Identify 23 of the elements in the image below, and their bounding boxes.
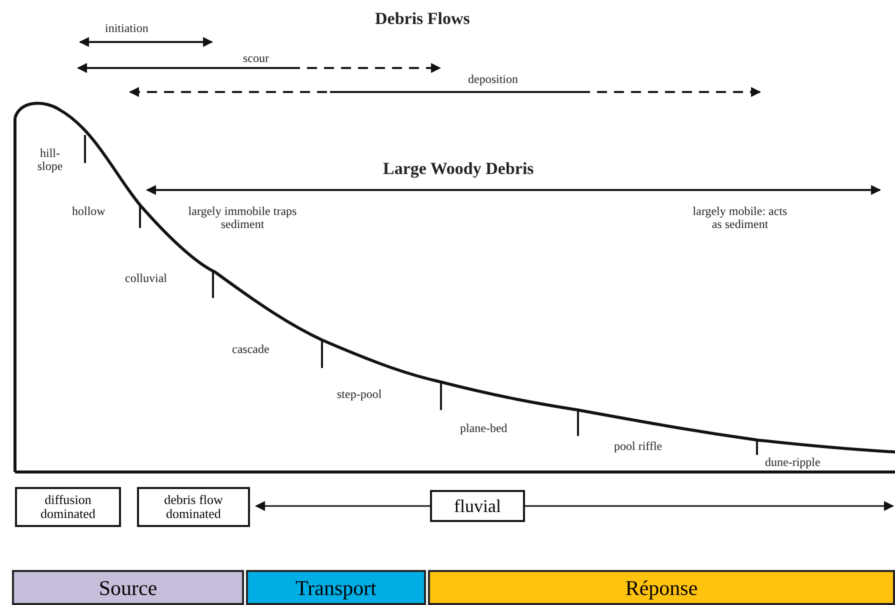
zone-label: step-pool (337, 388, 382, 401)
note: largely mobile: acts as sediment (692, 205, 788, 231)
zone-label: pool riffle (614, 440, 662, 453)
zone-label: hill-slope (36, 147, 64, 173)
zone-band: Réponse (428, 570, 895, 605)
section-heading: Debris Flows (375, 10, 470, 28)
zone-label: cascade (232, 343, 270, 356)
arrow (525, 501, 894, 511)
regime-box: diffusion dominated (15, 487, 121, 527)
zone-band: Source (12, 570, 244, 605)
zone-label: dune-ripple (765, 456, 820, 469)
section-heading: Large Woody Debris (383, 160, 534, 178)
note: largely immobile traps sediment (187, 205, 298, 231)
zone-label: plane-bed (460, 422, 508, 435)
zone-band: Transport (246, 570, 426, 605)
arrow (255, 501, 430, 511)
regime-box: fluvial (430, 490, 525, 522)
range-label: initiation (105, 22, 148, 35)
zone-label: colluvial (125, 272, 167, 285)
range-label: deposition (468, 73, 518, 86)
regime-box: debris flow dominated (137, 487, 250, 527)
zone-label: hollow (72, 205, 106, 218)
range-label: scour (243, 52, 269, 65)
